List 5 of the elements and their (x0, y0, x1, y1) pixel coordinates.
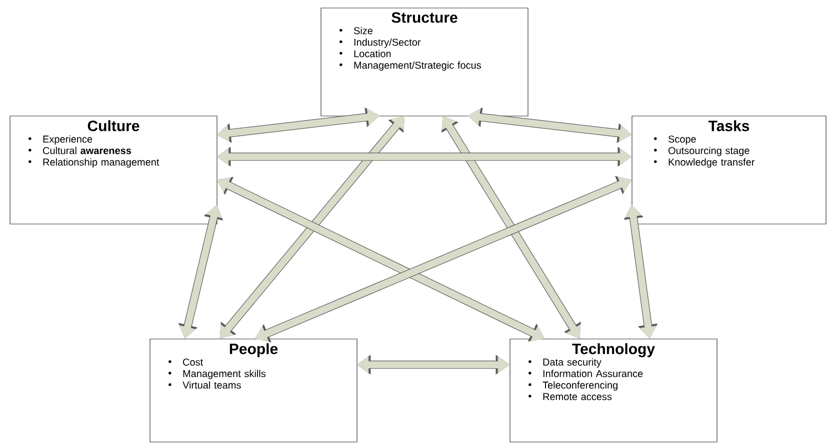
factor-box: People Cost Management skills Virtual teams (150, 338, 358, 442)
factor-box: Structure Size Industry/Sector Location Management/Strategic focus (320, 8, 528, 116)
factor-box: Culture Experience Cultural awareness Relationship management (10, 116, 218, 224)
factor-box: Technology Data security Information Assurance Teleconferencing Remote access (510, 338, 718, 442)
factor-box: Tasks Scope Outsourcing stage Knowledge transfer (632, 116, 826, 224)
